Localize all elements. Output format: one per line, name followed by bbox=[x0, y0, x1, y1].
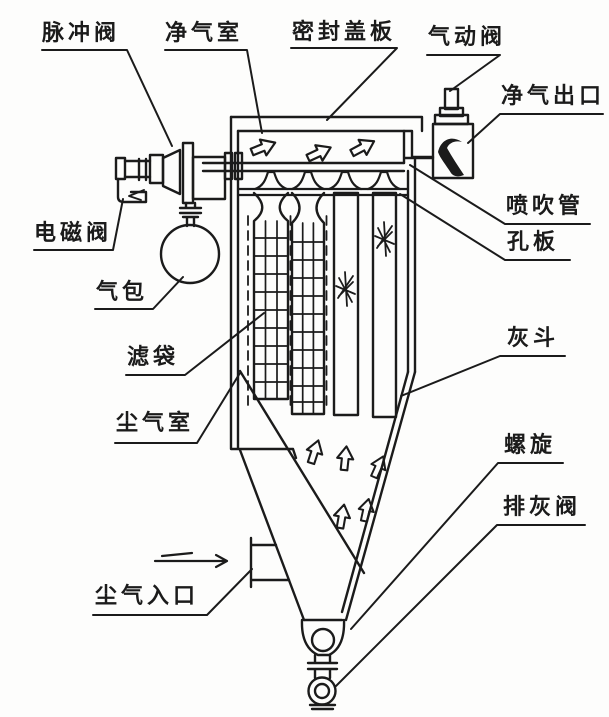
clean-air-outlet-box bbox=[431, 87, 475, 180]
clean-air-flow-arrows bbox=[247, 132, 380, 167]
label-filter-bag: 滤袋 bbox=[127, 345, 180, 370]
leader-solenoid-valve bbox=[33, 198, 124, 251]
pipe-end-cap bbox=[114, 156, 127, 181]
label-pulse-valve: 脉冲阀 bbox=[42, 21, 121, 46]
label-dusty-air-inlet: 尘气入口 bbox=[95, 584, 200, 609]
bag-fabric-dashed-lines bbox=[247, 215, 328, 411]
filter-bag-3 bbox=[332, 191, 360, 417]
casing-left-wall bbox=[229, 115, 298, 460]
label-dusty-air-chamber: 尘气室 bbox=[116, 411, 195, 436]
casing-right-wall bbox=[402, 129, 435, 374]
label-air-bag: 气包 bbox=[96, 280, 149, 305]
leader-dusty-air-inlet bbox=[92, 568, 253, 616]
leader-blowing-pipe bbox=[409, 164, 591, 225]
leader-pneumatic-valve bbox=[426, 54, 501, 92]
leader-sealing-cover-plate bbox=[290, 47, 398, 121]
dusty-air-inlet-shape bbox=[153, 536, 291, 589]
pneumatic-valve-stem bbox=[443, 87, 460, 111]
filter-bag-4 bbox=[371, 191, 398, 419]
pulse-valve-body bbox=[191, 155, 227, 201]
inlet-baffle-line bbox=[238, 369, 366, 575]
leader-screw-conveyor bbox=[350, 462, 564, 630]
leader-filter-bag bbox=[125, 312, 265, 376]
leader-air-bag bbox=[94, 276, 184, 310]
sealing-cover-plate-shape bbox=[229, 115, 435, 159]
filter-bag-1 bbox=[252, 191, 290, 401]
label-clean-air-outlet: 净气出口 bbox=[501, 84, 606, 109]
ash-hopper-shape bbox=[238, 369, 417, 622]
label-blowing-pipe: 喷吹管 bbox=[506, 194, 585, 219]
leader-lines bbox=[33, 47, 604, 687]
dust-scribble-icon bbox=[374, 221, 395, 257]
label-orifice-plate: 孔板 bbox=[507, 230, 560, 255]
outflow-swoosh-icon bbox=[438, 138, 464, 177]
leader-ash-discharge-valve bbox=[335, 524, 586, 687]
leader-dusty-air-chamber bbox=[114, 372, 241, 444]
pulse-valve-plate bbox=[181, 141, 195, 205]
leader-pulse-valve bbox=[41, 49, 173, 147]
label-ash-discharge-valve: 排灰阀 bbox=[503, 495, 582, 520]
label-clean-air-chamber: 净气室 bbox=[165, 21, 244, 46]
pulse-valve-assembly bbox=[114, 141, 227, 285]
solenoid-valve-elbow bbox=[116, 177, 148, 204]
filter-bag-2 bbox=[290, 191, 326, 416]
label-screw-conveyor: 螺旋 bbox=[504, 433, 557, 458]
orifice-plate-shape bbox=[236, 170, 410, 197]
label-sealing-cover-plate: 密封盖板 bbox=[292, 20, 397, 45]
inlet-flow-arrow-icon bbox=[153, 551, 229, 569]
leader-orifice-plate bbox=[399, 193, 571, 261]
dust-scribble-icon bbox=[335, 271, 356, 307]
leader-ash-hopper bbox=[400, 355, 566, 397]
leader-clean-air-outlet bbox=[467, 113, 604, 144]
leader-clean-air-chamber bbox=[164, 49, 263, 134]
screw-conveyor-shape bbox=[300, 618, 346, 657]
label-pneumatic-valve: 气动阀 bbox=[428, 25, 507, 50]
label-solenoid-valve: 电磁阀 bbox=[34, 221, 113, 246]
ash-discharge-valve-shape bbox=[306, 653, 339, 711]
filter-bags bbox=[247, 191, 398, 419]
label-ash-hopper: 灰斗 bbox=[507, 326, 560, 351]
air-bag-tank bbox=[159, 223, 221, 285]
